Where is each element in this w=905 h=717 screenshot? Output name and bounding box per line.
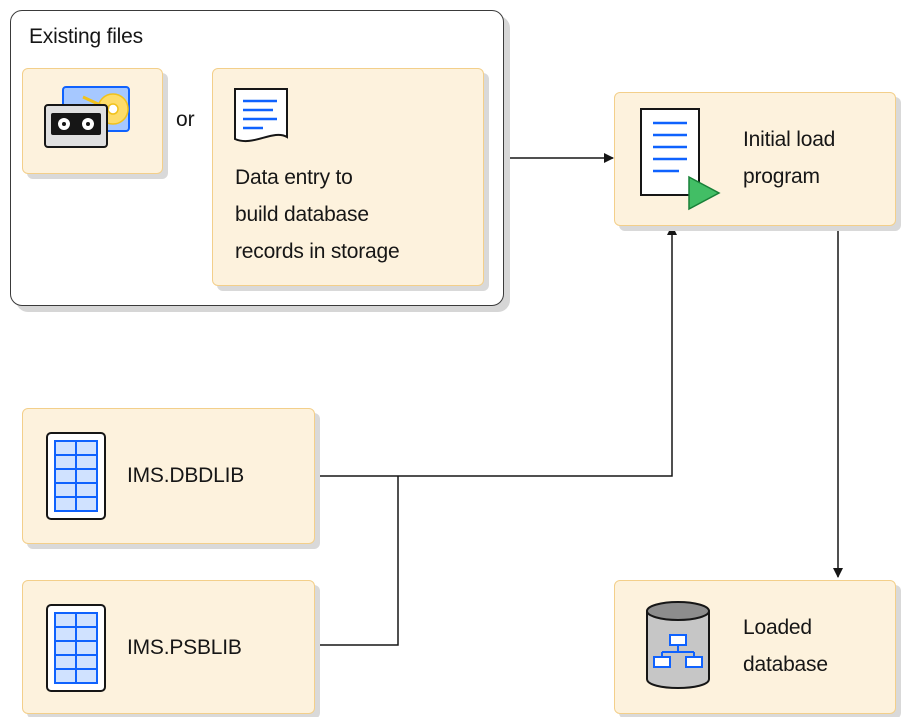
- loaded-database-card: Loaded database: [614, 580, 896, 714]
- loaded-database-line-1: Loaded: [743, 616, 812, 639]
- library-table-icon: [46, 432, 106, 520]
- data-entry-line-1: Data entry to: [235, 166, 353, 189]
- initial-load-program-card: Initial load program: [614, 92, 896, 226]
- loaded-database-line-2: database: [743, 653, 828, 676]
- program-icon: [640, 108, 721, 211]
- loaded-database-text: Loaded database: [743, 609, 828, 683]
- psblib-connector: [314, 476, 399, 646]
- arrow-libraries-to-initial-load: [314, 225, 677, 477]
- or-label: or: [176, 108, 195, 131]
- data-entry-card: Data entry to build database records in …: [212, 68, 484, 286]
- group-title: Existing files: [29, 25, 143, 48]
- tape-and-disk-icon: [44, 86, 130, 148]
- initial-load-line-1: Initial load: [743, 128, 836, 151]
- psblib-label: IMS.PSBLIB: [127, 636, 242, 659]
- initial-load-text: Initial load program: [743, 121, 835, 195]
- dbdlib-card: IMS.DBDLIB: [22, 408, 315, 544]
- initial-load-line-2: program: [743, 165, 820, 188]
- tape-disk-card: [22, 68, 163, 174]
- dbdlib-label: IMS.DBDLIB: [127, 464, 245, 487]
- data-entry-text: Data entry to build database records in …: [235, 159, 400, 270]
- data-entry-line-3: records in storage: [235, 240, 400, 263]
- database-icon: [646, 601, 710, 689]
- psblib-card: IMS.PSBLIB: [22, 580, 315, 714]
- document-icon: [234, 88, 288, 142]
- library-table-icon: [46, 604, 106, 692]
- data-entry-line-2: build database: [235, 203, 369, 226]
